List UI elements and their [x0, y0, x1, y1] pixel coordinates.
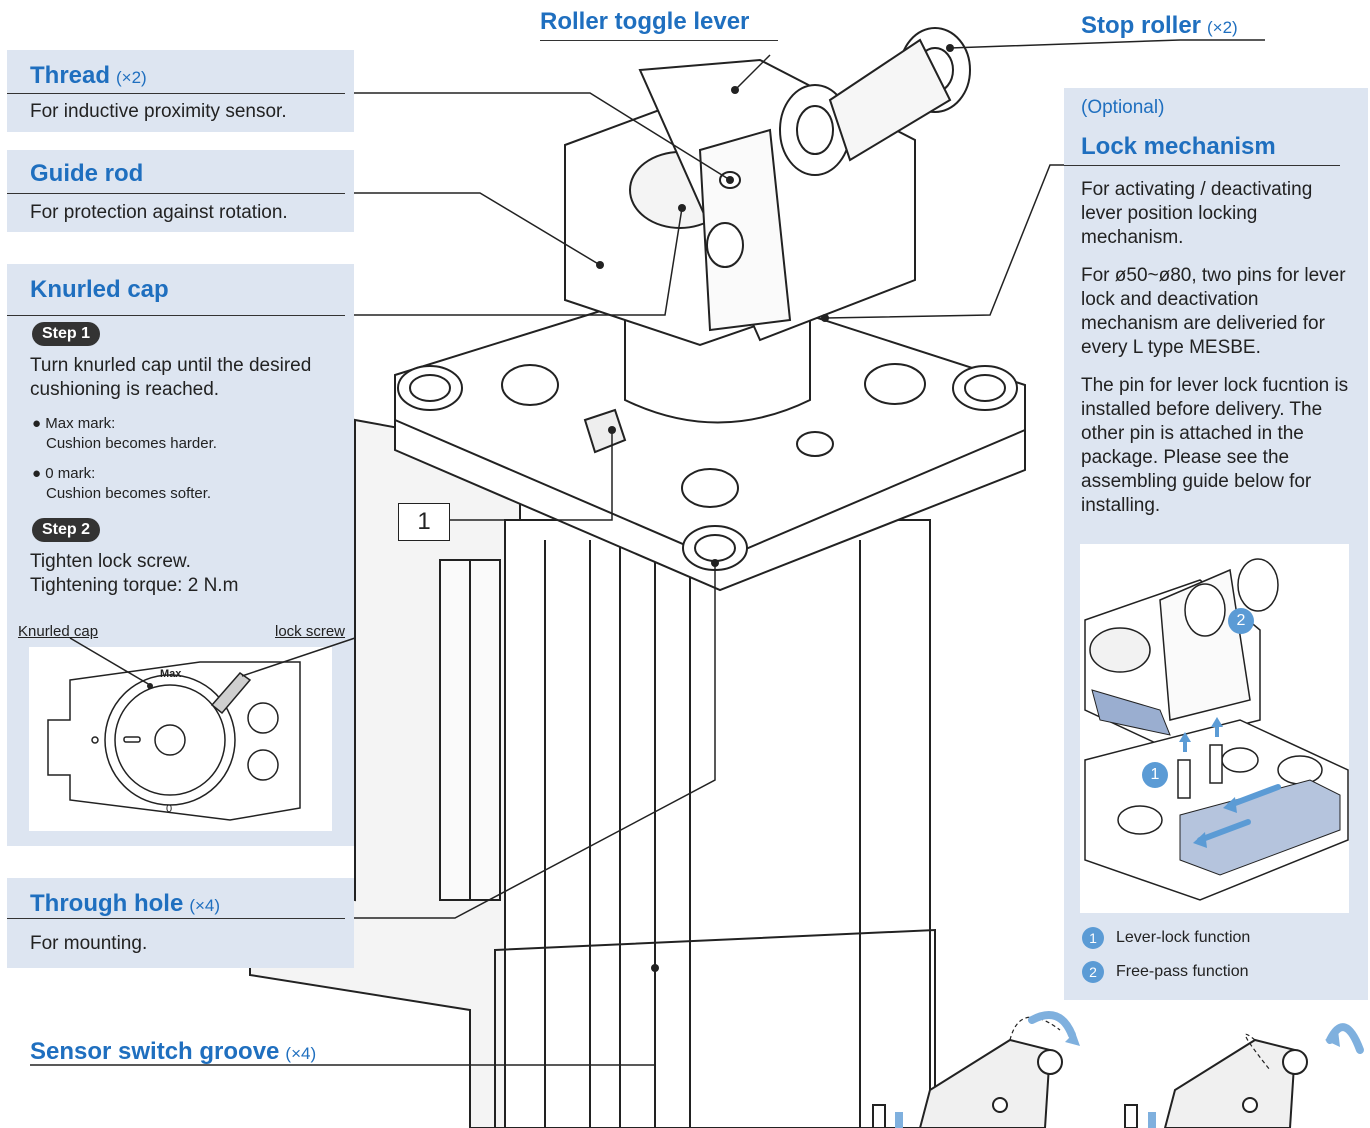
through-hole-title: Through hole (×4): [30, 890, 220, 918]
stop-roller-title: Stop roller (×2): [1081, 12, 1238, 40]
lock-inset-badge-2: 2: [1228, 608, 1254, 634]
thread-rule: [7, 93, 345, 94]
inset-zero-mark: 0: [166, 803, 173, 815]
sensor-switch-groove-title: Sensor switch groove (×4): [30, 1038, 316, 1066]
lock-inset-badge-1: 1: [1142, 762, 1168, 788]
sensor-switch-groove-label: Sensor switch groove: [30, 1038, 280, 1065]
through-hole-desc: For mounting.: [30, 933, 148, 954]
guide-rod-rule: [7, 193, 345, 194]
knurled-cap-title: Knurled cap: [30, 276, 169, 303]
guide-rod-panel: [7, 150, 354, 232]
thread-panel: [7, 50, 354, 132]
thread-desc: For inductive proximity sensor.: [30, 101, 287, 122]
lock-optional-label: (Optional): [1081, 97, 1165, 118]
zero-mark-title: ● 0 mark:: [32, 465, 96, 482]
thread-title: Thread (×2): [30, 62, 147, 90]
step2-text1: Tighten lock screw.: [30, 551, 191, 572]
through-hole-rule: [7, 918, 345, 919]
through-hole-label: Through hole: [30, 890, 184, 917]
through-hole-panel: [7, 878, 354, 968]
roller-toggle-rule: [540, 40, 778, 41]
sensor-switch-groove-mult: (×4): [285, 1044, 317, 1063]
lock-mechanism-title: Lock mechanism: [1081, 133, 1276, 160]
inset-max-mark: Max: [160, 668, 182, 680]
thread-mult: (×2): [116, 68, 147, 87]
max-mark-title: ● Max mark:: [32, 415, 116, 432]
guide-rod-title: Guide rod: [30, 160, 144, 187]
step1-badge: Step 1: [32, 322, 101, 346]
knurled-cap-rule: [7, 315, 345, 316]
lock-p1: For activating / deactivating lever posi…: [1081, 179, 1313, 248]
step2-badge: Step 2: [32, 518, 101, 542]
step2-text2: Tightening torque: 2 N.m: [30, 575, 239, 596]
max-mark-text: Cushion becomes harder.: [46, 435, 217, 452]
roller-toggle-lever-title: Roller toggle lever: [540, 8, 750, 35]
part-number-box: 1: [398, 503, 450, 541]
stop-roller-label: Stop roller: [1081, 12, 1202, 39]
stop-roller-mult: (×2): [1207, 18, 1238, 37]
legend-badge-2: 2: [1082, 961, 1104, 983]
step1-text: Turn knurled cap until the desired cushi…: [30, 355, 312, 400]
legend-free-pass: Free-pass function: [1116, 963, 1249, 980]
guide-rod-desc: For protection against rotation.: [30, 202, 288, 223]
inset-lock-screw-label: lock screw: [275, 623, 346, 640]
knurled-cap-inset: [29, 647, 332, 831]
lock-p2: For ø50~ø80, two pins for lever lock and…: [1081, 265, 1346, 358]
lock-p3: The pin for lever lock fucntion is insta…: [1081, 375, 1349, 516]
legend-badge-1: 1: [1082, 927, 1104, 949]
zero-mark-text: Cushion becomes softer.: [46, 485, 212, 502]
thread-label: Thread: [30, 62, 111, 89]
legend-lever-lock: Lever-lock function: [1116, 929, 1251, 946]
inset-knurled-cap-label: Knurled cap: [18, 623, 99, 640]
lock-mechanism-rule: [1064, 165, 1340, 166]
through-hole-mult: (×4): [189, 896, 221, 915]
